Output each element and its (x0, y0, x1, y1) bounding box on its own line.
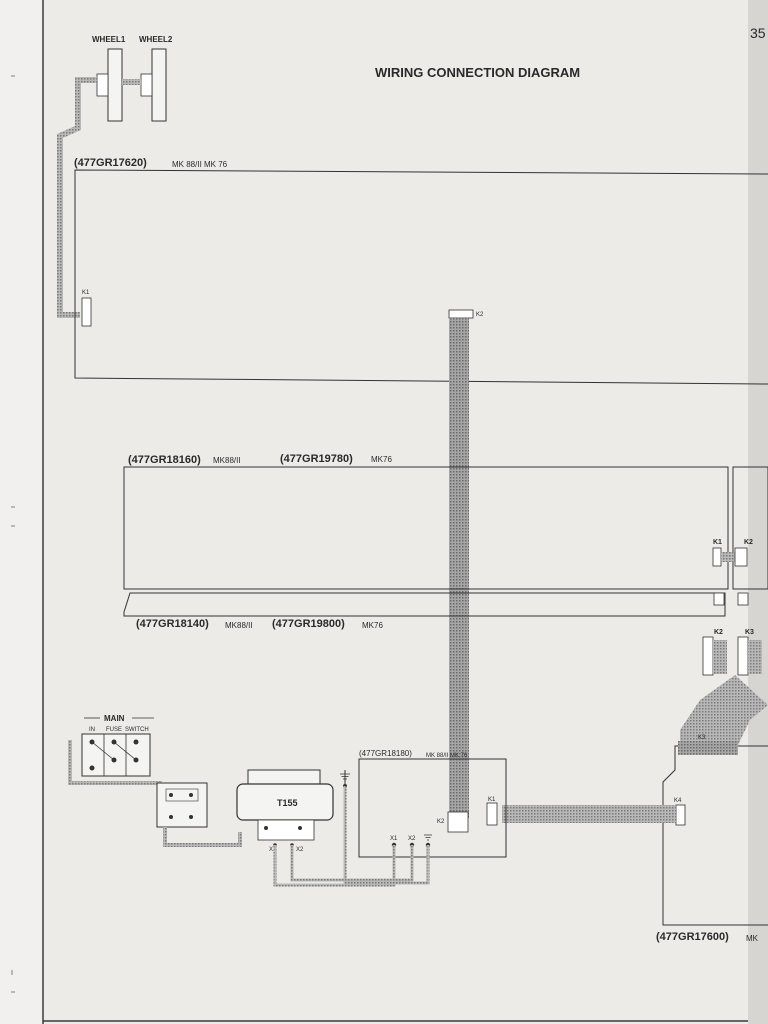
board-18140-k2 (702, 636, 714, 676)
wheel1-body (107, 48, 123, 122)
board-18140-k2-label: K2 (714, 629, 723, 636)
board-18160: (477GR18160) MK88/II (477GR19780) MK76 K… (123, 453, 768, 590)
board-17600-k4 (675, 804, 686, 826)
ribbon-cable-main (449, 318, 469, 818)
board-18160-k2 (734, 547, 748, 567)
board-18140-tab-k3 (737, 592, 749, 606)
main-link-1 (91, 741, 115, 761)
board-18180: (477GR18180) MK 88/II MK 76 K1 K2 X1 X2 (358, 749, 507, 858)
main-label-fuse: FUSE (106, 727, 122, 733)
board-18180-models: MK 88/II MK 76 (426, 753, 468, 759)
board-18160-k2-label: K2 (744, 539, 753, 546)
board-18140-part: (477GR18140) (136, 618, 209, 630)
board-18180-x2-label: X2 (408, 836, 416, 842)
board-17620-k2 (448, 309, 474, 319)
selector-terminal-4 (189, 815, 193, 819)
board-18160-part: (477GR18160) (128, 454, 201, 466)
wheel1-label: WHEEL1 (92, 35, 126, 44)
board-18160-k1-label: K1 (713, 539, 722, 546)
board-18180-k2 (447, 811, 469, 833)
ribbon-cable-k1-k4 (502, 805, 676, 823)
board-17620-part: (477GR17620) (74, 157, 147, 169)
board-18140-models: MK88/II (225, 621, 253, 630)
board-18180-outline (358, 758, 507, 858)
main-label-switch: SWITCH (125, 727, 149, 733)
board-17620-outline (74, 169, 768, 385)
board-17620-k2-label: K2 (476, 312, 484, 318)
board-18180-ground-icon (424, 834, 432, 841)
secondary-wire-x2 (290, 845, 414, 882)
wheel2-label: WHEEL2 (139, 35, 173, 44)
board-17620-models: MK 88/II MK 76 (172, 160, 228, 169)
board-18180-k1 (486, 802, 498, 826)
main-label-in: IN (89, 727, 95, 733)
wheel2-connector (140, 73, 153, 97)
board-19800-models: MK76 (362, 621, 383, 630)
board-19780-models: MK76 (371, 455, 392, 464)
board-18160-side (732, 466, 768, 590)
ground-icon (340, 773, 350, 780)
board-17620: (477GR17620) MK 88/II MK 76 K1 K2 (74, 157, 768, 385)
transformer-x2-label: X2 (296, 847, 304, 853)
selector-terminal-3 (169, 815, 173, 819)
board-18180-k1-label: K1 (488, 797, 496, 803)
right-ribbon-cables (680, 675, 768, 745)
selector-to-transformer-cable (163, 827, 242, 847)
wheel-assembly: WHEEL1 WHEEL2 (57, 35, 173, 318)
main-link-2 (113, 741, 137, 761)
board-18140-outline (123, 592, 726, 617)
board-18140-k3-label: K3 (745, 629, 754, 636)
transformer-t155: T155 X1 X2 (236, 769, 334, 853)
board-18140-k3 (737, 636, 749, 676)
main-terminal-5 (133, 739, 139, 745)
transformer-label: T155 (277, 798, 298, 808)
transformer-terminal-2 (264, 826, 268, 830)
main-switch-title: MAIN (104, 714, 125, 723)
board-18160-k1-cable (721, 552, 735, 562)
board-18180-part: (477GR18180) (359, 749, 412, 758)
wheel2-body (151, 48, 167, 122)
voltage-selector-body (156, 782, 208, 828)
voltage-selector-window (165, 788, 199, 802)
board-18180-x1-label: X1 (390, 836, 398, 842)
board-18160-k1 (712, 547, 722, 567)
board-18160-models: MK88/II (213, 456, 241, 465)
binding-shadow (748, 0, 768, 1024)
board-17620-k1-label: K1 (82, 290, 90, 296)
board-18160-outline (123, 466, 729, 590)
ground-wire (343, 786, 430, 885)
board-18180-k2-label: K2 (437, 819, 445, 825)
secondary-wire-x1 (273, 845, 396, 887)
left-margin (0, 0, 44, 1024)
board-17620-k1 (81, 297, 92, 327)
voltage-selector (156, 782, 242, 847)
wheel-cable (57, 77, 97, 318)
board-18140-tab-k2 (713, 592, 725, 606)
board-19780-part: (477GR19780) (280, 453, 353, 465)
page-number: 35 (750, 25, 766, 41)
board-17600: K3 K4 (477GR17600) MK (656, 735, 768, 943)
main-terminal-2 (89, 765, 95, 771)
diagram-title: WIRING CONNECTION DIAGRAM (375, 65, 580, 80)
selector-terminal-2 (189, 793, 193, 797)
board-17600-k4-label: K4 (674, 798, 682, 804)
board-18140-k3-cable (748, 640, 762, 674)
transformer-terminal-4 (298, 826, 302, 830)
transformer-terminal-strip (257, 819, 315, 841)
board-19800-part: (477GR19800) (272, 618, 345, 630)
board-17600-models: MK (746, 934, 759, 943)
board-18140: (477GR18140) MK88/II (477GR19800) MK76 K… (123, 592, 762, 676)
board-17600-k3-label: K3 (698, 735, 706, 741)
board-18140-k2-cable (713, 640, 727, 674)
transformer-x1-label: X1 (269, 847, 277, 853)
board-17600-part: (477GR17600) (656, 931, 729, 943)
board-17600-k3 (678, 741, 738, 755)
wheel-link-cable (122, 79, 141, 85)
wheel1-connector (96, 73, 109, 97)
selector-terminal-1 (169, 793, 173, 797)
